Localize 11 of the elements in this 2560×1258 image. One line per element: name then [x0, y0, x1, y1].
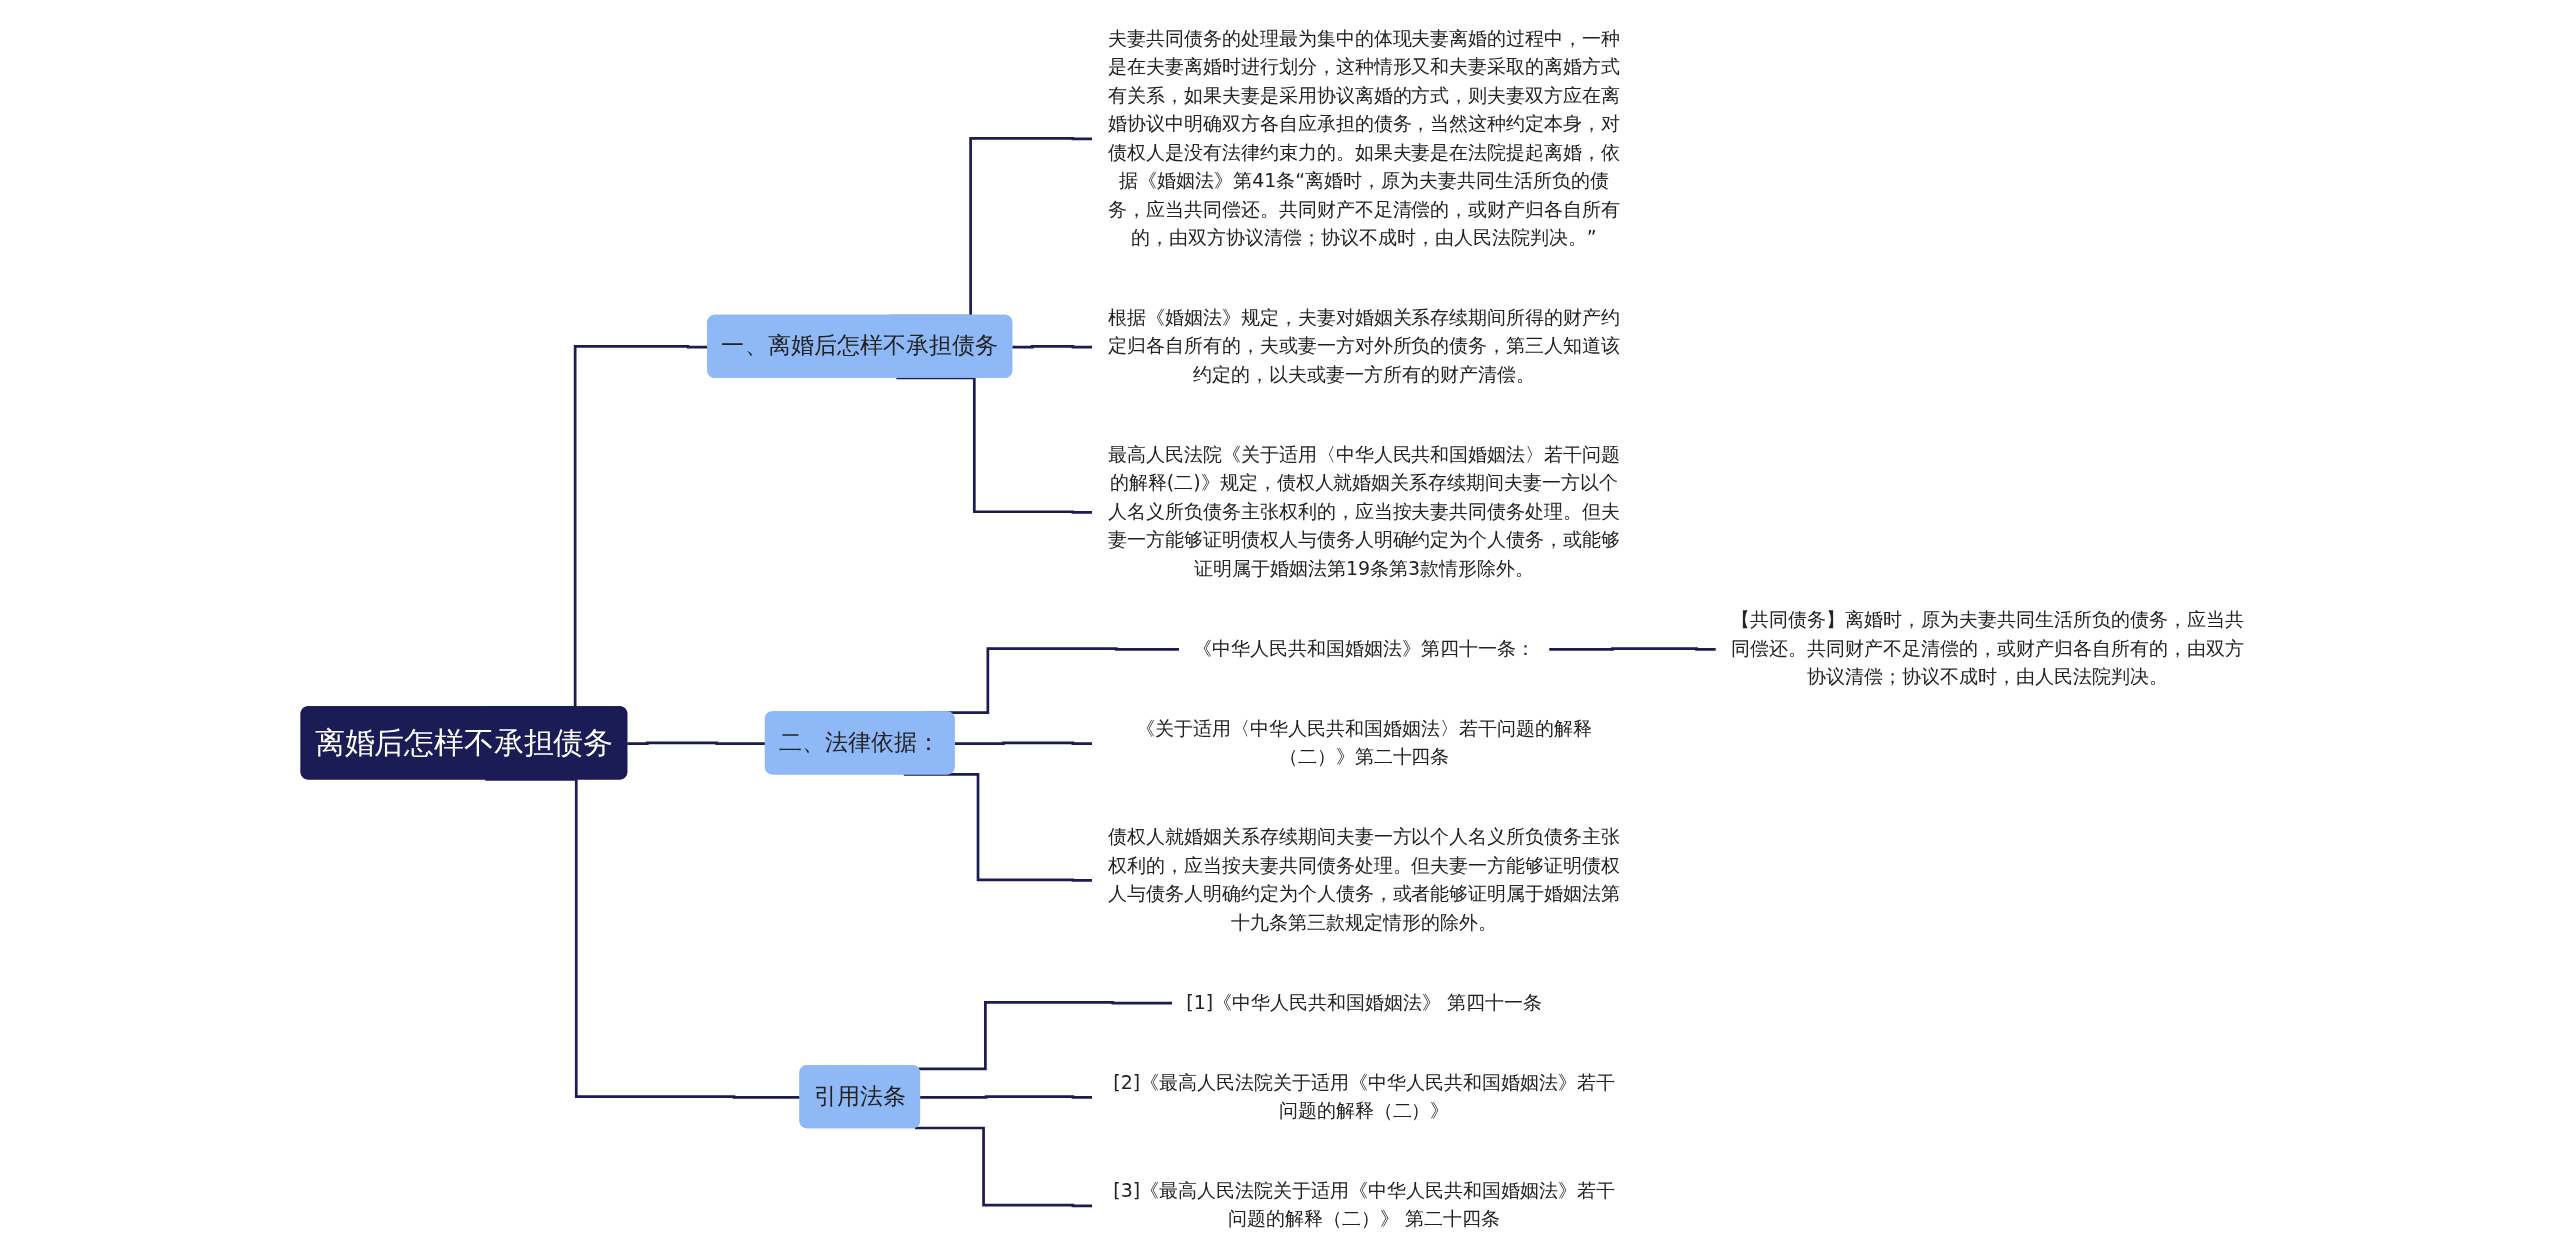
node-text: 夫妻共同债务的处理最为集中的体现夫妻离婚的过程中，一种是在夫妻离婚时进行划分，这种情形又和夫妻采取的离婚方式有关系，如果夫妻是采用协议离婚的方式，则夫妻双方应在离婚协议中明确双方各自应承担的债务，当然这种约定本身，对债权人是没有法律约束力的。如果夫妻是在法院提起离婚，依据《婚姻法》第41条“离婚时，原为夫妻共同生活所负的债务，应当共同偿还。共同财产不足清偿的，或财产归各自所有的，由双方协议清偿；协议不成时，由人民法院判决。” [1107, 27, 1621, 249]
node-text: 【共同债务】离婚时，原为夫妻共同生活所负的债务，应当共同偿还。共同财产不足清偿的，或财产归各自所有的，由双方协议清偿；协议不成时，由人民法院判决。 [1731, 608, 2244, 688]
node-text: 《关于适用〈中华人民共和国婚姻法〉若干问题的解释（二）》第二十四条 [1136, 717, 1592, 768]
node-text: [2]《最高人民法院关于适用《中华人民共和国婚姻法》若干问题的解释（二）》 [1113, 1070, 1615, 1122]
node-text: 根据《婚姻法》规定，夫妻对婚姻关系存续期间所得的财产约定归各自所有的，夫或妻一方对外所负的债务，第三人知道该约定的，以夫或妻一方所有的财产清偿。 [1107, 306, 1621, 385]
node-text: 债权人就婚姻关系存续期间夫妻一方以个人名义所负债务主张权利的，应当按夫妻共同债务处理。但夫妻一方能够证明债权人与债务人明确约定为个人债务，或者能够证明属于婚姻法第十九条第三款规定情形的除外。 [1107, 825, 1621, 933]
node-text: [3]《最高人民法院关于适用《中华人民共和国婚姻法》若干问题的解释（二）》 第二十四条 [1113, 1179, 1615, 1230]
connector [485, 778, 801, 1099]
node-text: 最高人民法院《关于适用〈中华人民共和国婚姻法〉若干问题的解释(二)》规定，债权人就婚姻关系存续期间夫妻一方以个人名义所负债务主张权利的，应当按夫妻共同债务处理。但夫妻一方能够证明债权人与债务人明确约定为个人债务，或能够证明属于婚姻法第19条第3款情形除外。 [1107, 443, 1621, 579]
node-text: 《中华人民共和国婚姻法》第四十一条： [1193, 637, 1535, 659]
node-text: [1]《中华人民共和国婚姻法》 第四十一条 [1186, 990, 1542, 1013]
